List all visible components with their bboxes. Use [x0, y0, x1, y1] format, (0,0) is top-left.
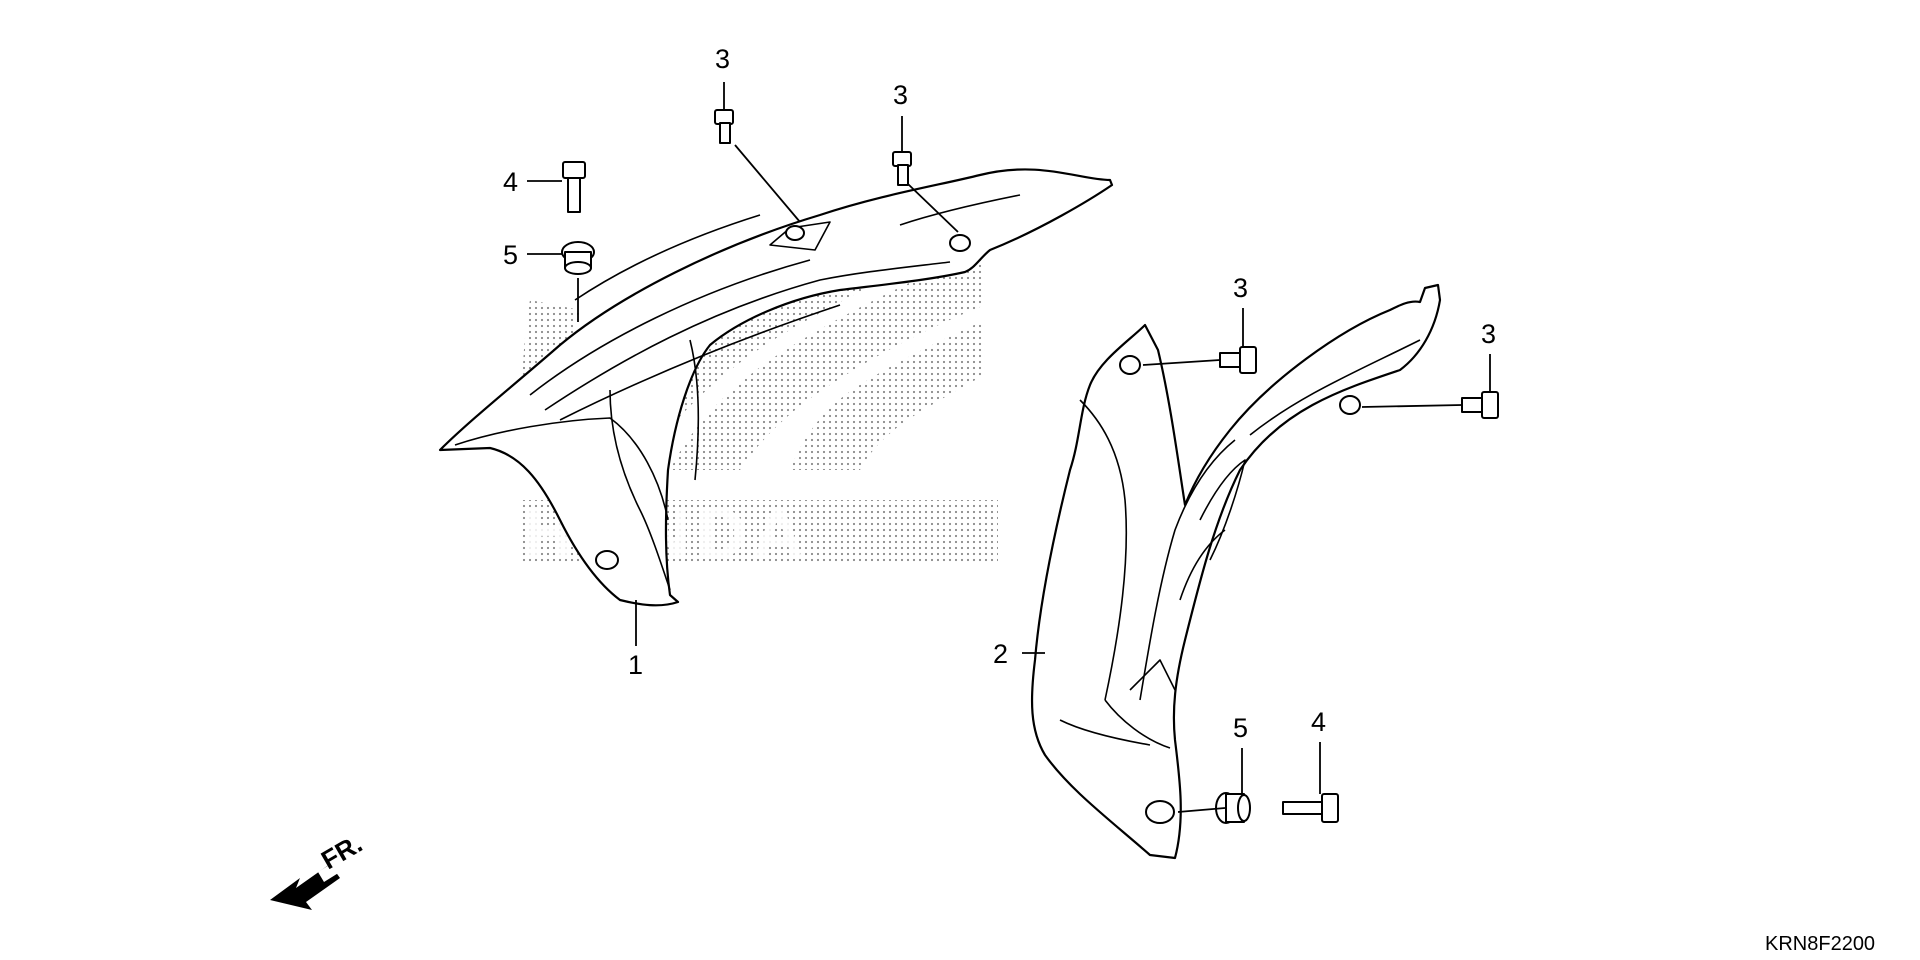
- callout-1: 1: [628, 650, 643, 680]
- arrow-down-left-icon: [270, 862, 340, 910]
- callout-2: 2: [993, 639, 1008, 669]
- callout-3-top-left: 3: [715, 44, 730, 74]
- leader-lines: [527, 82, 1491, 813]
- drawing-code: KRN8F2200: [1765, 933, 1875, 955]
- callout-4-bottom: 4: [1311, 707, 1326, 737]
- callout-5-left: 5: [503, 240, 518, 270]
- bolt-3-top-middle: [892, 151, 912, 186]
- part-2-right-shroud: [1030, 283, 1442, 860]
- callout-3-top-middle: 3: [893, 80, 908, 110]
- collar-5-left: [561, 241, 595, 275]
- bolt-4-bottom: [1282, 793, 1339, 823]
- callout-3-right-upper: 3: [1233, 273, 1248, 303]
- callout-5-bottom: 5: [1233, 713, 1248, 743]
- bolt-3-far-right: [1461, 391, 1499, 419]
- bolt-4-left: [562, 161, 586, 213]
- part-1-left-shroud: [438, 168, 1114, 607]
- bolt-3-right-upper: [1219, 346, 1257, 374]
- callout-4-left: 4: [503, 167, 518, 197]
- bolt-3-top-left: [714, 109, 734, 144]
- front-direction-label: FR.: [316, 828, 367, 875]
- callout-3-far-right: 3: [1481, 319, 1496, 349]
- callout-labels: 3 3 4 5 1 2 3 3 5 4: [503, 44, 1496, 743]
